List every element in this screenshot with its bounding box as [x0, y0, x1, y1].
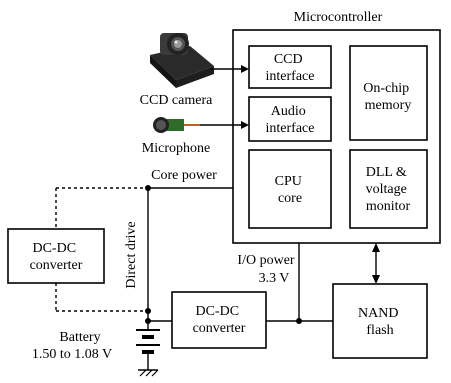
ground-symbol [138, 369, 159, 377]
nand-flash-label: NAND flash [358, 306, 402, 338]
io-power-label: I/O power [237, 253, 294, 268]
microphone-label: Microphone [142, 141, 210, 156]
arrow-up-to-mcu [372, 243, 380, 252]
direct-drive-label: Direct drive [124, 221, 139, 288]
dcdc-left-label: DC-DC converter [30, 241, 83, 273]
junction-core [145, 185, 151, 191]
onchip-memory-label: On-chip memory [363, 81, 412, 113]
ccd-interface-block [248, 45, 332, 89]
dcdc-converter-left [7, 228, 105, 284]
nand-flash-block [332, 283, 428, 359]
onchip-memory-block [349, 45, 428, 141]
dcdc-converter-bottom [171, 291, 267, 349]
ccd-camera-label: CCD camera [140, 93, 213, 108]
battery-label: Battery [59, 330, 100, 345]
dll-monitor-block [349, 149, 428, 229]
io-voltage-label: 3.3 V [259, 271, 290, 286]
battery-range-label: 1.50 to 1.08 V [32, 347, 112, 362]
ccd-interface-label: CCD interface [266, 52, 315, 84]
arrow-mic-to-audio [241, 121, 249, 129]
junction-dashed [145, 308, 151, 314]
ccd-camera-image [150, 33, 214, 88]
battery-symbol [136, 329, 160, 354]
cpu-core-block [248, 149, 332, 229]
dcdc-bottom-label: DC-DC converter [193, 304, 246, 336]
arrow-down-to-nand [372, 275, 380, 284]
core-power-label: Core power [151, 168, 217, 183]
audio-interface-label: Audio interface [266, 104, 315, 136]
audio-interface-block [248, 96, 332, 142]
microcontroller-label: Microcontroller [294, 10, 383, 25]
junction-io [296, 318, 302, 324]
arrow-camera-to-ccd [241, 65, 249, 73]
dll-monitor-label: DLL & voltage monitor [366, 165, 411, 214]
microphone-image [153, 117, 200, 133]
cpu-core-label: CPU core [275, 174, 306, 206]
